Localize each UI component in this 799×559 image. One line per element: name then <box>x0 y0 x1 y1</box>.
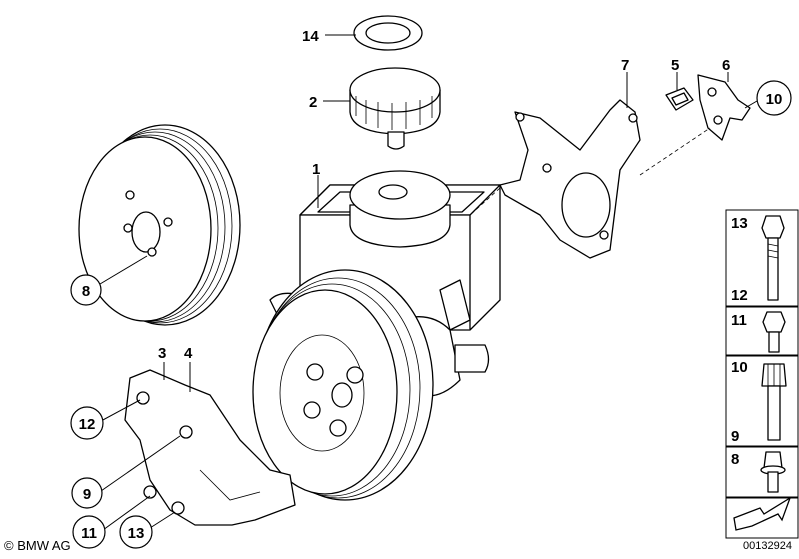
fastener-panel: 13 12 11 10 9 8 <box>725 209 799 539</box>
callout-10: 10 <box>766 91 783 108</box>
callout-9-circle <box>71 477 103 509</box>
gasket <box>697 74 751 141</box>
belt-pulley <box>78 124 241 326</box>
pump-pulley <box>252 269 434 501</box>
lower-bracket <box>124 369 296 526</box>
callout-12-circle <box>70 406 104 440</box>
callout-1: 1 <box>312 161 320 178</box>
sealing-ring <box>353 15 423 51</box>
panel-label-11: 11 <box>731 312 747 329</box>
panel-label-8: 8 <box>731 451 739 468</box>
callout-9: 9 <box>83 486 91 503</box>
callout-8-circle <box>70 274 102 306</box>
clip-nut <box>665 87 694 111</box>
reservoir-cap <box>349 67 441 150</box>
panel-cell-torx-bolt <box>725 355 799 447</box>
callout-6: 6 <box>722 57 730 74</box>
panel-label-12: 12 <box>731 287 748 304</box>
panel-label-9: 9 <box>731 428 739 445</box>
callout-8: 8 <box>82 283 90 300</box>
panel-cell-bolt-short <box>725 306 799 356</box>
callout-13: 13 <box>128 525 145 542</box>
callout-12: 12 <box>79 416 96 433</box>
callout-11-circle <box>72 515 106 549</box>
callout-labels: 14 2 1 7 5 6 10 8 3 4 12 9 11 13 <box>70 28 792 549</box>
callout-2: 2 <box>309 94 317 111</box>
callout-3: 3 <box>158 345 166 362</box>
callout-13-circle <box>119 515 153 549</box>
panel-label-10: 10 <box>731 359 748 376</box>
leader-lines <box>94 34 758 531</box>
callout-10-circle <box>756 80 792 116</box>
callout-4: 4 <box>184 345 193 362</box>
callout-5: 5 <box>671 57 679 74</box>
callout-14: 14 <box>302 28 319 45</box>
callout-7: 7 <box>621 57 629 74</box>
copyright-notice: © BMW AG <box>4 538 71 553</box>
document-number: 00132924 <box>743 540 792 552</box>
panel-label-13: 13 <box>731 215 748 232</box>
mounting-bracket <box>499 99 641 259</box>
callout-11: 11 <box>81 525 97 542</box>
